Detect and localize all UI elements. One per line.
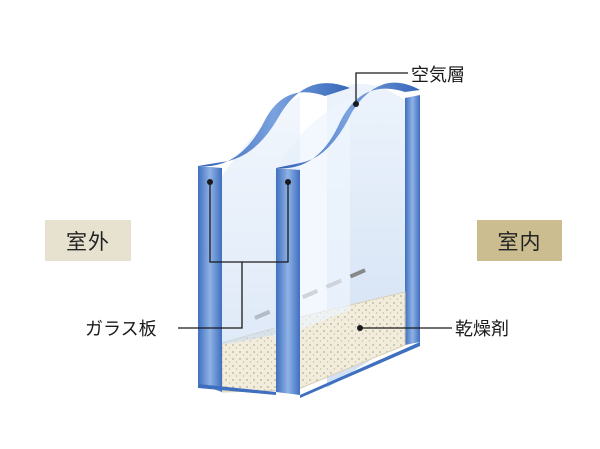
front-glass-left-edge bbox=[198, 166, 222, 392]
leader-lines bbox=[178, 72, 452, 329]
back-glass-top-edge bbox=[276, 82, 420, 169]
front-glass-top-edge bbox=[198, 83, 350, 167]
back-glass-edge bbox=[405, 95, 420, 345]
indoor-label: 室内 bbox=[477, 220, 562, 261]
air-layer-label: 空気層 bbox=[411, 65, 465, 86]
outdoor-label: 室外 bbox=[45, 220, 131, 261]
leader-dots bbox=[207, 101, 363, 331]
front-glass-bottom-edge bbox=[198, 384, 276, 395]
glass-pane-label: ガラス板 bbox=[85, 319, 157, 340]
middle-glass-edge bbox=[276, 168, 300, 395]
desiccant-label: 乾燥剤 bbox=[455, 319, 509, 340]
back-glass-bottom-edge bbox=[300, 342, 420, 398]
